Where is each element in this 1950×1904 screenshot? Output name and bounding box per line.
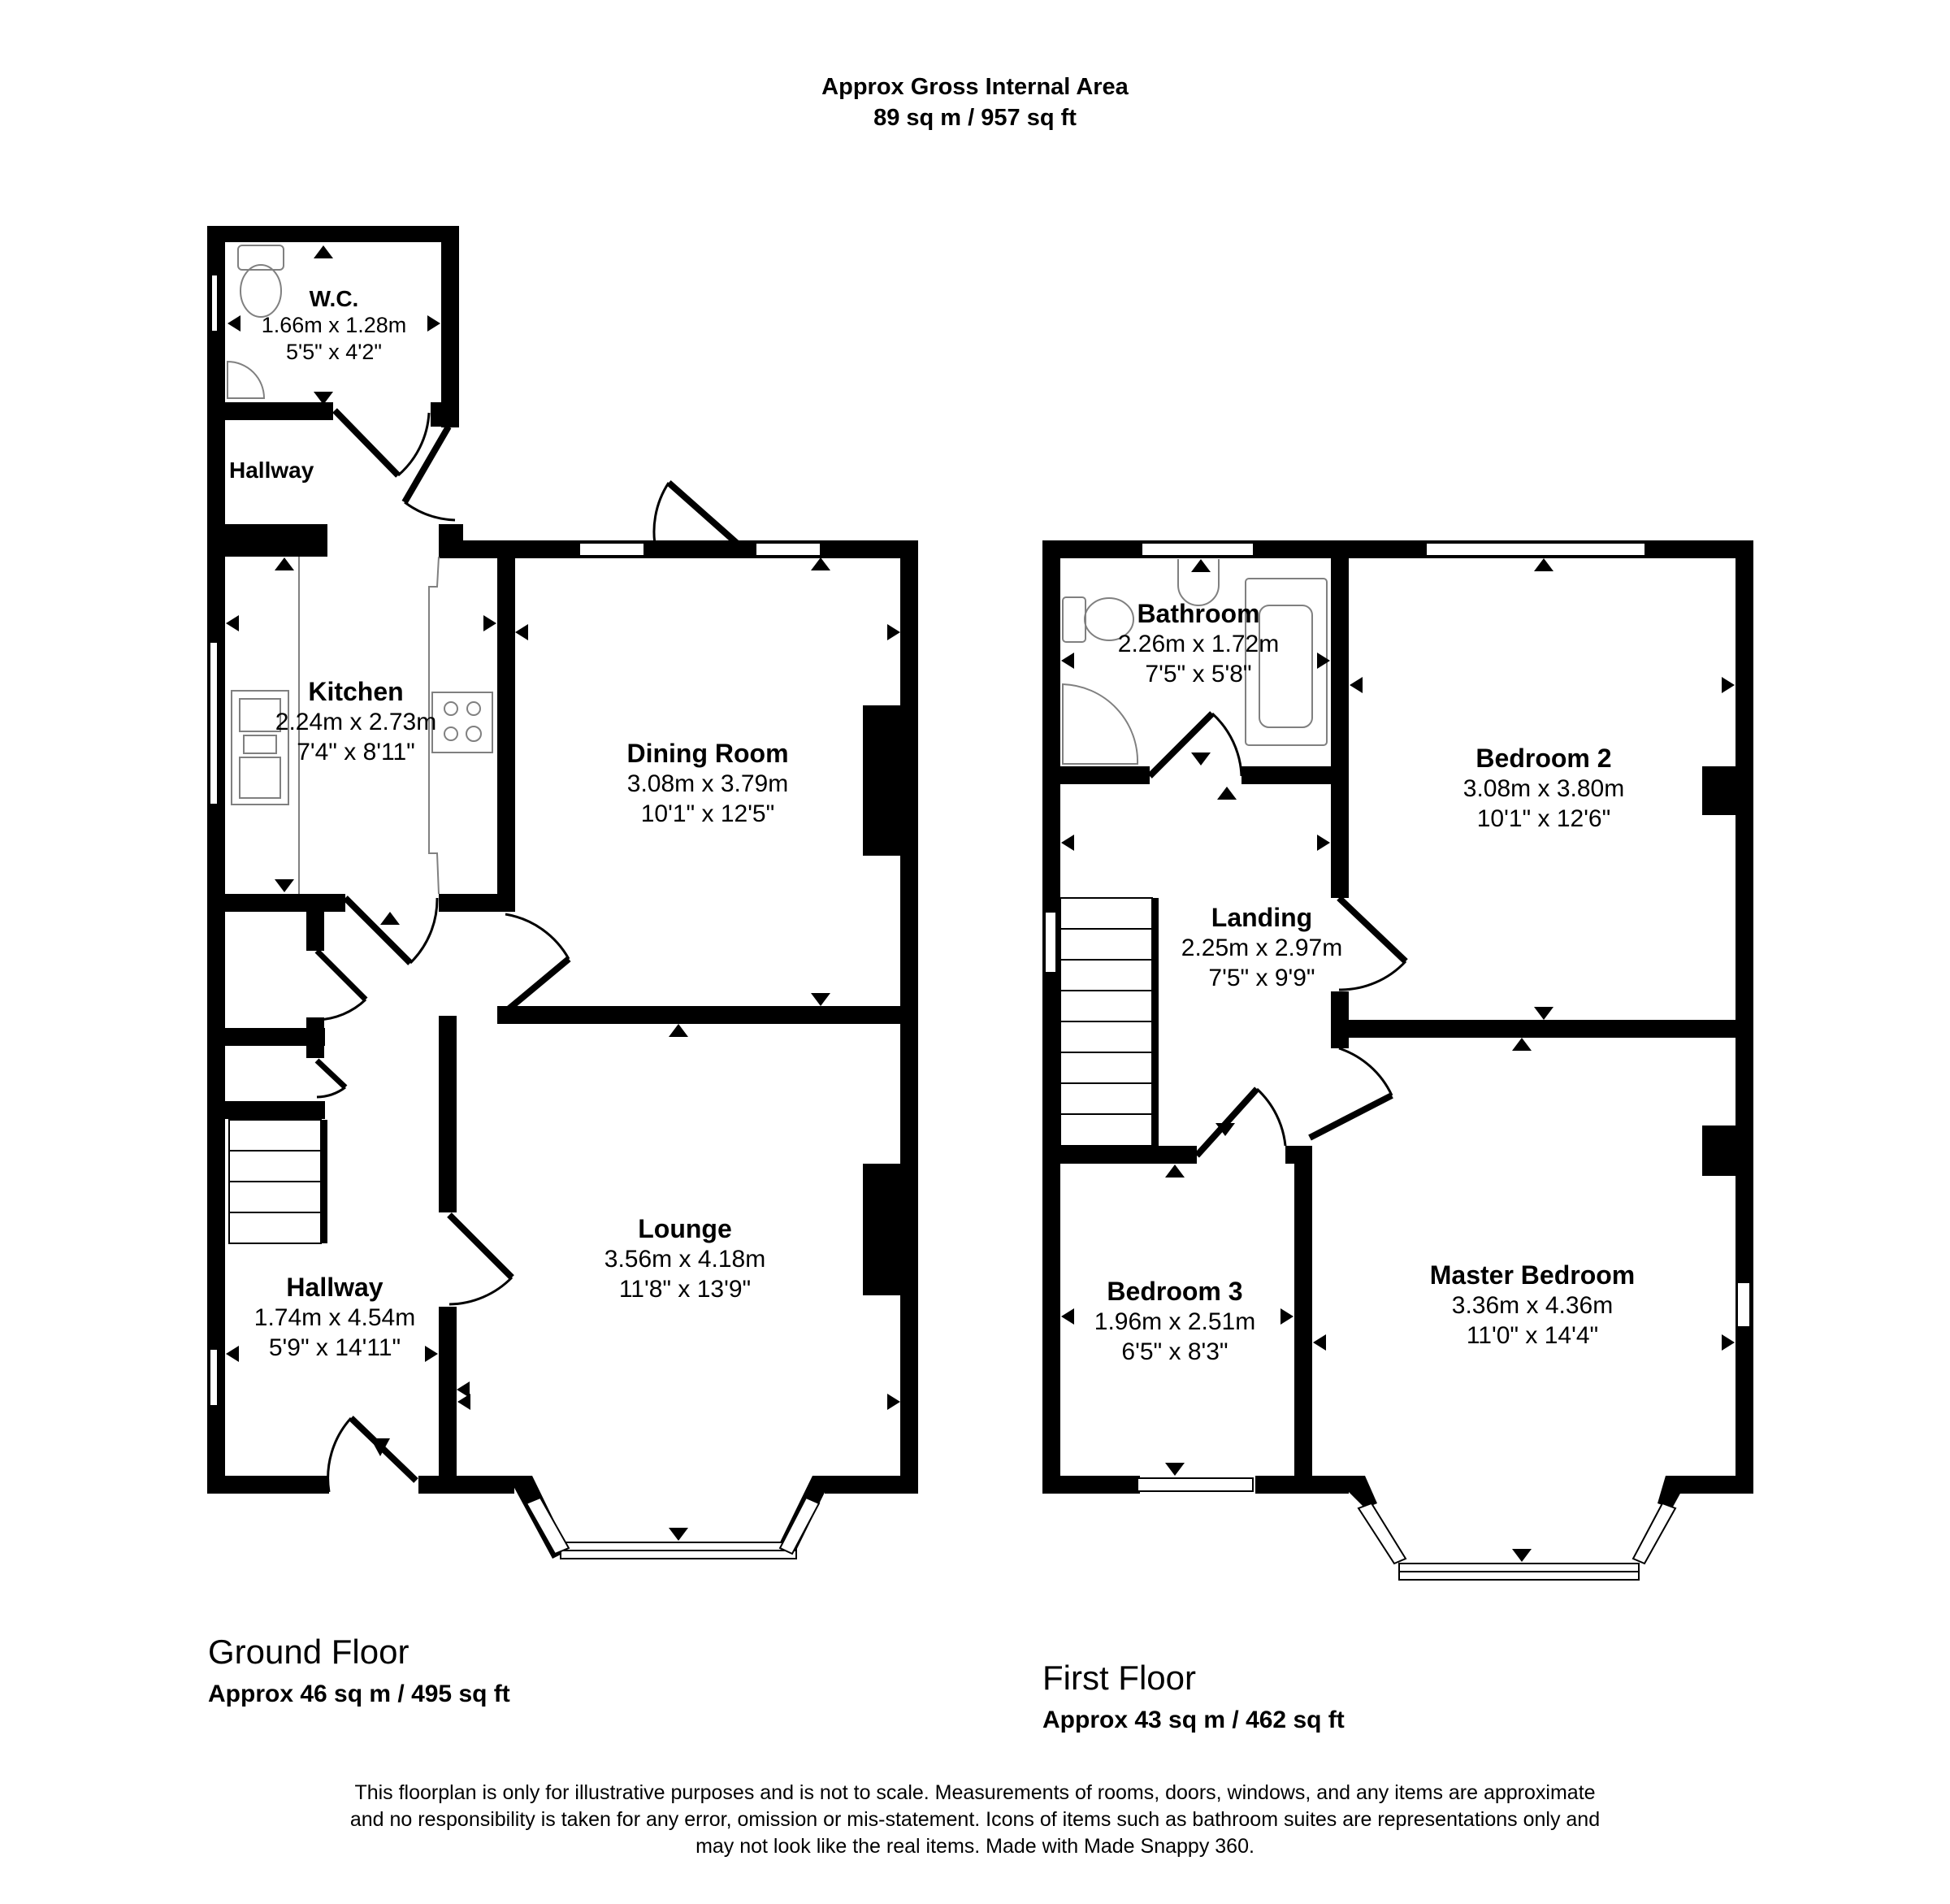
window bbox=[1141, 542, 1254, 557]
room-hallway: Hallway 1.74m x 4.54m 5'9" x 14'11" bbox=[254, 1273, 416, 1361]
wall bbox=[306, 910, 324, 951]
dimension-arrows bbox=[226, 245, 1735, 1562]
wall bbox=[497, 1006, 918, 1024]
wall bbox=[825, 1476, 918, 1494]
wall bbox=[207, 524, 327, 557]
ground-floor-area: Approx 46 sq m / 495 sq ft bbox=[208, 1681, 510, 1707]
wall bbox=[439, 1016, 457, 1212]
wall bbox=[1300, 1476, 1345, 1494]
wall bbox=[306, 1017, 324, 1058]
first-floor-title: First Floor bbox=[1042, 1659, 1196, 1697]
window bbox=[1425, 542, 1646, 557]
wall bbox=[439, 1307, 457, 1494]
room-wc: W.C. 1.66m x 1.28m 5'5" x 4'2" bbox=[261, 286, 407, 364]
ground-floor-caption: Ground Floor Approx 46 sq m / 495 sq ft bbox=[208, 1632, 510, 1710]
wall bbox=[1294, 1146, 1312, 1494]
shower-tray-icon bbox=[1062, 683, 1139, 765]
wall bbox=[1060, 1146, 1197, 1164]
wall bbox=[207, 1101, 325, 1119]
chimney-breast bbox=[863, 705, 900, 856]
basin-icon bbox=[1177, 559, 1220, 606]
wall bbox=[439, 894, 515, 912]
wall bbox=[207, 1028, 325, 1046]
first-floor-area: Approx 43 sq m / 462 sq ft bbox=[1042, 1707, 1345, 1733]
room-master-bedroom: Master Bedroom 3.36m x 4.36m 11'0" x 14'… bbox=[1429, 1260, 1636, 1349]
wall bbox=[1242, 766, 1339, 784]
wall bbox=[497, 553, 515, 910]
room-kitchen: Kitchen 2.24m x 2.73m 7'4" x 8'11" bbox=[275, 677, 437, 766]
toilet-cistern-icon bbox=[237, 245, 284, 271]
ground-floor-title: Ground Floor bbox=[208, 1633, 410, 1671]
ground-floor-windows bbox=[209, 274, 821, 1559]
chimney-breast bbox=[863, 1164, 900, 1295]
room-lounge: Lounge 3.56m x 4.18m 11'8" x 13'9" bbox=[604, 1214, 766, 1303]
room-bedroom-2: Bedroom 2 3.08m x 3.80m 10'1" x 12'6" bbox=[1462, 744, 1625, 832]
wall bbox=[418, 1476, 514, 1494]
wall bbox=[1331, 991, 1349, 1048]
worktop-edge bbox=[428, 556, 440, 895]
room-bathroom: Bathroom 2.26m x 1.72m 7'5" x 5'8" bbox=[1117, 599, 1280, 687]
ground-floor-doors bbox=[314, 408, 750, 1493]
stair-rail bbox=[1152, 898, 1159, 1146]
first-floor-caption: First Floor Approx 43 sq m / 462 sq ft bbox=[1042, 1658, 1345, 1736]
wall bbox=[431, 402, 459, 427]
wall bbox=[207, 894, 345, 912]
ground-floor-stairs bbox=[228, 1119, 322, 1244]
wall bbox=[1674, 1476, 1753, 1494]
window bbox=[209, 641, 219, 805]
corner-basin-icon bbox=[227, 360, 266, 399]
bay-window bbox=[778, 1496, 821, 1555]
toilet-cistern-icon bbox=[1062, 596, 1086, 643]
window bbox=[210, 274, 219, 332]
chimney-breast bbox=[1702, 1125, 1736, 1176]
wall bbox=[207, 226, 459, 242]
gross-area-title: Approx Gross Internal Area bbox=[821, 74, 1129, 100]
wall bbox=[1331, 540, 1349, 898]
wall bbox=[900, 1016, 918, 1494]
window bbox=[578, 542, 645, 557]
bay-window bbox=[1357, 1502, 1407, 1565]
wall bbox=[439, 1016, 457, 1032]
room-hallway-rear: Hallway bbox=[229, 458, 314, 483]
toilet-bowl-icon bbox=[240, 264, 282, 318]
bay-window bbox=[1632, 1502, 1677, 1565]
ground-floor-fixtures bbox=[227, 245, 493, 895]
toilet-bowl-icon bbox=[1084, 597, 1134, 641]
first-floor-stairs bbox=[1060, 897, 1153, 1147]
window bbox=[209, 1348, 219, 1407]
wall bbox=[1042, 540, 1060, 1494]
gross-area-header: Approx Gross Internal Area 89 sq m / 957… bbox=[0, 72, 1950, 133]
wall bbox=[207, 402, 333, 420]
bay-window bbox=[525, 1496, 570, 1555]
window bbox=[1736, 1282, 1751, 1328]
ground-floor-plan bbox=[207, 226, 918, 1559]
wall bbox=[900, 540, 918, 1024]
wall bbox=[1042, 1476, 1140, 1494]
chimney-breast bbox=[1702, 766, 1736, 815]
gross-area-value: 89 sq m / 957 sq ft bbox=[873, 105, 1077, 131]
wall bbox=[207, 1476, 329, 1494]
first-floor-windows bbox=[1044, 542, 1751, 1581]
wall bbox=[1349, 1020, 1753, 1038]
wall bbox=[1060, 766, 1150, 784]
bay-wall bbox=[1332, 1476, 1377, 1508]
window bbox=[1044, 911, 1057, 974]
hob-icon bbox=[431, 692, 493, 753]
wall bbox=[1736, 540, 1753, 1494]
room-landing: Landing 2.25m x 2.97m 7'5" x 9'9" bbox=[1181, 903, 1343, 991]
bay-wall bbox=[1658, 1476, 1690, 1508]
stair-rail bbox=[321, 1120, 327, 1243]
disclaimer: This floorplan is only for illustrative … bbox=[349, 1781, 1601, 1858]
room-dining-room: Dining Room 3.08m x 3.79m 10'1" x 12'5" bbox=[626, 739, 789, 827]
window bbox=[755, 542, 821, 557]
window bbox=[1137, 1477, 1254, 1492]
room-bedroom-3: Bedroom 3 1.96m x 2.51m 6'5" x 8'3" bbox=[1094, 1277, 1256, 1365]
sink-icon bbox=[231, 690, 289, 805]
wall bbox=[441, 226, 459, 427]
first-floor-doors bbox=[1147, 711, 1408, 1158]
